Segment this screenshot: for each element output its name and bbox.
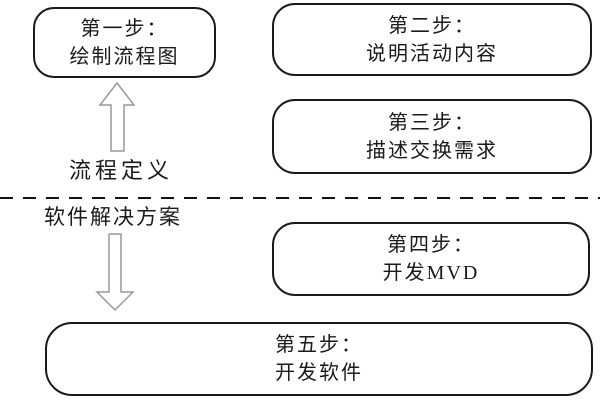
step1-description: 绘制流程图 [69,45,180,68]
step2-title: 第二步： [388,14,476,37]
step5-description: 开发软件 [275,362,363,384]
step5-title: 第五步： [275,334,363,356]
step4-box: 第四步： 开发MVD [272,222,590,296]
software-solution-label: 软件解决方案 [44,205,182,229]
process-definition-label: 流程定义 [68,158,173,183]
step2-description: 说明活动内容 [366,42,498,65]
step1-box: 第一步： 绘制流程图 [33,7,216,78]
down-arrow-icon [95,233,135,312]
step4-description: 开发MVD [382,262,480,284]
step3-title: 第三步： [388,111,476,134]
step1-title: 第一步： [80,17,169,40]
step5-box: 第五步： 开发软件 [45,322,593,396]
step2-box: 第二步： 说明活动内容 [272,3,592,76]
up-arrow-icon [98,81,136,152]
step3-box: 第三步： 描述交换需求 [272,99,592,174]
step4-title: 第四步： [387,234,475,256]
step3-description: 描述交换需求 [366,139,498,162]
